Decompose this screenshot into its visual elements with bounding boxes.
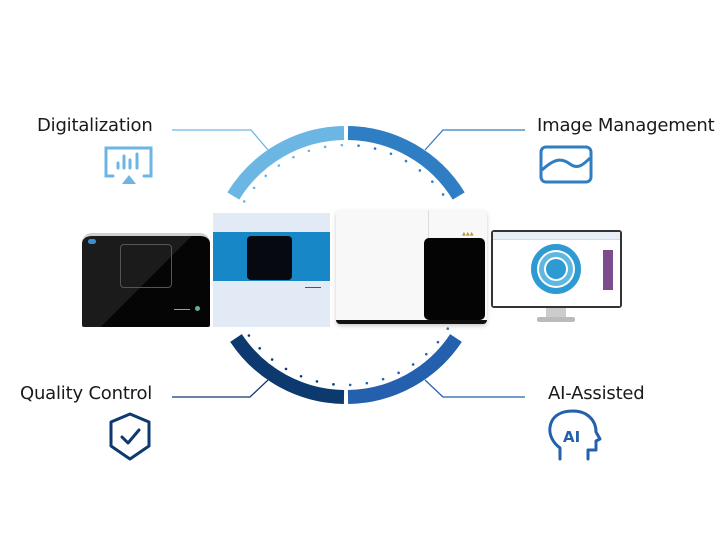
- arc-dot: [299, 374, 303, 378]
- arc-dot: [315, 380, 319, 383]
- arc-image-management: [347, 126, 465, 200]
- leader-digitalization: [172, 129, 269, 151]
- arc-dot: [284, 367, 288, 371]
- ai-head-icon: AI: [548, 409, 602, 461]
- software-monitor: [491, 230, 622, 308]
- arc-digitalization: [227, 126, 345, 200]
- svg-text:AI: AI: [563, 428, 580, 446]
- leader-image-management: [424, 129, 525, 151]
- presentation-chart-icon: [104, 146, 153, 184]
- arc-dot: [307, 149, 311, 153]
- arc-dot: [424, 352, 428, 356]
- arc-dot: [404, 159, 408, 163]
- label-image-management: Image Management: [537, 115, 715, 136]
- arc-dot: [252, 186, 256, 190]
- arc-dot: [270, 358, 274, 361]
- arc-dot: [348, 383, 352, 387]
- arc-dots: [242, 143, 450, 387]
- arc-dot: [247, 334, 251, 337]
- arc-dot: [389, 152, 393, 156]
- arc-dot: [292, 155, 295, 159]
- arc-dot: [373, 147, 377, 150]
- arc-dot: [357, 144, 360, 147]
- arc-dot: [323, 145, 327, 149]
- arc-dot: [258, 347, 261, 350]
- arc-dot: [340, 143, 344, 147]
- arc-dot: [397, 371, 400, 375]
- label-quality-control: Quality Control: [20, 383, 153, 404]
- arc-dot: [332, 383, 335, 386]
- arc-ai-assisted: [347, 334, 462, 404]
- arc-dot: [436, 340, 440, 344]
- scanner-blue: [213, 213, 330, 327]
- arc-dot: [381, 377, 385, 381]
- arc-dot: [411, 363, 415, 366]
- scanner-black: [82, 233, 210, 327]
- label-ai-assisted: AI-Assisted: [548, 383, 645, 404]
- shield-check-icon: [109, 412, 151, 461]
- arc-dot: [242, 200, 246, 203]
- arc-dot: [418, 169, 422, 172]
- monitor-base: [537, 317, 575, 322]
- scanner-white: ▲▲▲: [336, 210, 487, 324]
- leader-ai-assisted: [424, 379, 525, 398]
- arc-quality-control: [230, 334, 345, 404]
- arc-dot: [277, 164, 281, 167]
- leader-quality-control: [172, 379, 269, 398]
- arc-dot: [264, 174, 268, 178]
- arc-dot: [365, 381, 369, 385]
- image-wave-icon: [539, 145, 593, 184]
- arc-dot: [431, 180, 434, 183]
- arc-dot: [441, 193, 445, 196]
- arc-dot: [446, 327, 450, 330]
- label-digitalization: Digitalization: [37, 115, 153, 136]
- monitor-stand: [546, 308, 566, 318]
